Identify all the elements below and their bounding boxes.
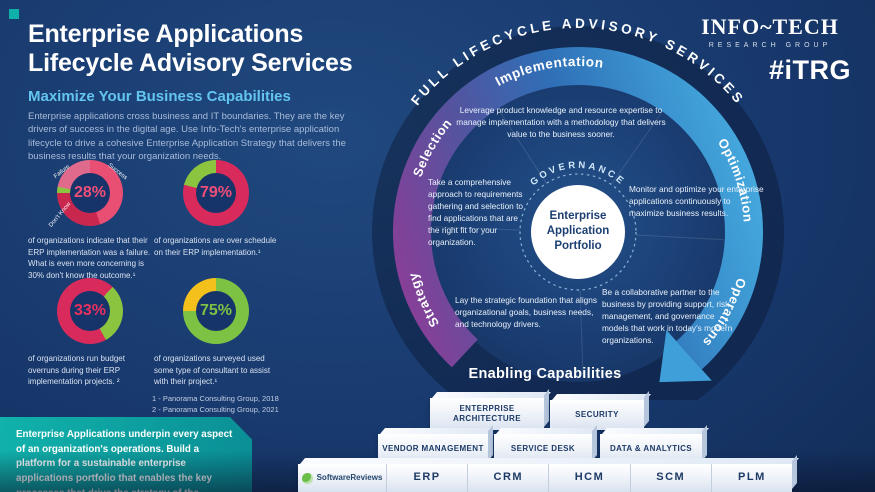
footnote-2: 2 - Panorama Consulting Group, 2021 (152, 405, 279, 415)
donut-chart: Failure Success Don't Know 28% (48, 160, 128, 229)
stat-caption: of organizations run budget overruns dur… (28, 354, 125, 387)
page-title-line1: Enterprise Applications (28, 20, 304, 48)
section-subtitle: Maximize Your Business Capabilities (28, 88, 291, 105)
stat-caption: of organizations are over schedule on th… (154, 236, 277, 257)
brand-block: INFO~TECH RESEARCH GROUP #iTRG (689, 14, 851, 86)
center-white-circle (531, 185, 625, 279)
donut-segment-label: Success (106, 162, 129, 182)
donut-hole: 75% (196, 291, 236, 331)
stage-desc-selection: Take a comprehensive approach to require… (428, 177, 524, 248)
stat-card-over-schedule: 79% of organizations are over schedule o… (152, 160, 280, 258)
stage-desc-implementation: Leverage product knowledge and resource … (456, 105, 666, 140)
donut-hole: 79% (196, 173, 236, 213)
platform-cell-crm: CRM (467, 464, 548, 492)
stat-value: 79% (199, 184, 233, 201)
infotech-logo: INFO~TECH (701, 14, 839, 39)
lifecycle-diagram: FULL LIFECYCLE ADVISORY SERVICES Strateg… (372, 16, 784, 400)
center-circle-label: Enterprise Application Portfolio (546, 210, 610, 252)
donut-segment-label: Failure (53, 163, 72, 181)
platform-cell-hcm: HCM (548, 464, 629, 492)
capabilities-platform: ENTERPRISE ARCHITECTURE SECURITY VENDOR … (296, 388, 794, 492)
capability-block-security: SECURITY (550, 400, 644, 430)
donut-segment-label: Don't Know (48, 201, 73, 229)
softwarereviews-icon (301, 472, 313, 484)
page-title: Enterprise Applications Lifecycle Adviso… (28, 20, 353, 77)
stage-desc-optimization: Monitor and optimize your enterprise app… (629, 184, 764, 219)
stat-caption: of organizations indicate that their ERP… (28, 236, 151, 280)
governance-dotted-circle (519, 173, 637, 291)
platform-cell-plm: PLM (710, 464, 792, 492)
donut-hole: 33% (70, 291, 110, 331)
ring-arrowhead-icon (659, 330, 712, 383)
softwarereviews-brand: SoftwareReviews (298, 464, 386, 492)
capability-block-enterprise-architecture: ENTERPRISE ARCHITECTURE (430, 398, 544, 430)
platform-base: SoftwareReviews ERP CRM HCM SCM PLM (298, 464, 792, 492)
page-title-line2: Lifecycle Advisory Services (28, 48, 353, 77)
footnote-1: 1 - Panorama Consulting Group, 2018 (152, 394, 279, 403)
stage-desc-strategy: Lay the strategic foundation that aligns… (455, 295, 598, 330)
donut-chart: 75% (183, 278, 249, 344)
itrg-logo: #iTRG (768, 55, 851, 85)
softwarereviews-label: SoftwareReviews (316, 473, 383, 482)
corner-accent-square (9, 9, 19, 19)
intro-paragraph: Enterprise applications cross business a… (28, 111, 346, 163)
donut-chart: 79% (183, 160, 249, 226)
stage-desc-operations: Be a collaborative partner to the busine… (602, 287, 733, 346)
donut-chart: 33% (57, 278, 123, 344)
donut-hole: 28% (70, 173, 110, 213)
stat-value: 28% (73, 184, 107, 201)
infotech-logo-subline: RESEARCH GROUP (708, 42, 832, 49)
stat-caption: of organizations surveyed used some type… (154, 354, 271, 387)
capabilities-title: Enabling Capabilities (468, 366, 622, 382)
stat-value: 75% (199, 302, 233, 319)
platform-cell-scm: SCM (629, 464, 711, 492)
sector-divider-lines (433, 110, 723, 377)
stat-value: 33% (73, 302, 107, 319)
stat-card-budget-overrun: 33% of organizations run budget overruns… (26, 278, 154, 388)
footnotes: 1 - Panorama Consulting Group, 2018 2 - … (152, 393, 302, 416)
stat-card-consultant: 75% of organizations surveyed used some … (152, 278, 280, 388)
stat-card-erp-failure: Failure Success Don't Know 28% of organi… (26, 160, 154, 281)
platform-cell-erp: ERP (386, 464, 467, 492)
